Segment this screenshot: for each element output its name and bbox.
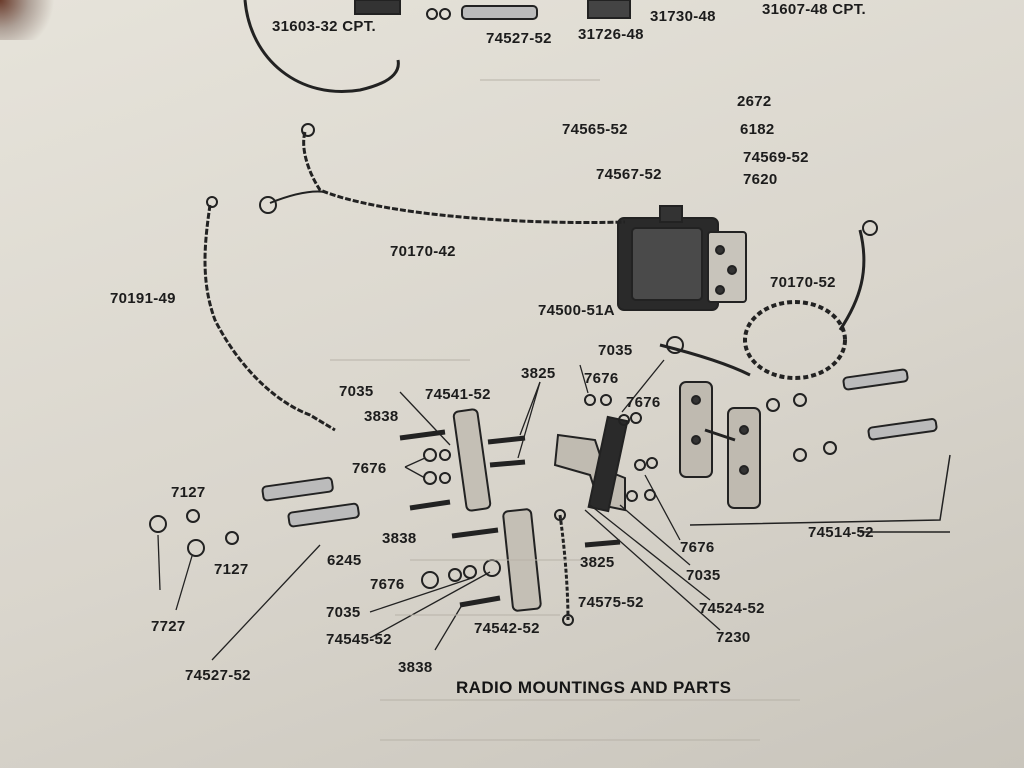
label-6245: 6245 <box>327 552 362 569</box>
strap-eyelet-bottom <box>562 614 574 626</box>
label-3825-top: 3825 <box>521 365 556 382</box>
label-7127-top: 7127 <box>171 484 206 501</box>
top-washer <box>426 8 438 20</box>
radio-unit-74500 <box>617 205 747 311</box>
label-74569-52: 74569-52 <box>743 149 809 166</box>
hardware-left <box>149 476 360 557</box>
label-74565-52: 74565-52 <box>562 121 628 138</box>
label-7230: 7230 <box>716 629 751 646</box>
cable-eyelet-1 <box>259 196 277 214</box>
label-74514-52: 74514-52 <box>808 524 874 541</box>
leader-lines <box>157 359 721 661</box>
cable-70170-52-eyelet <box>862 220 878 236</box>
label-31607-48: 31607-48 CPT. <box>762 1 866 18</box>
label-7127-bottom: 7127 <box>214 561 249 578</box>
top-nut <box>439 8 451 20</box>
bracket-74514-52 <box>679 381 761 509</box>
label-7035-bottom: 7035 <box>326 604 361 621</box>
label-74575-52: 74575-52 <box>578 594 644 611</box>
label-7035-left: 7035 <box>339 383 374 400</box>
cable-70191-49 <box>203 204 336 432</box>
hardware-right <box>766 368 938 462</box>
label-31603-32: 31603-32 CPT. <box>272 18 376 35</box>
label-7676-top-right: 7676 <box>626 394 661 411</box>
page-corner-shadow <box>0 0 60 40</box>
label-70191-49: 70191-49 <box>110 290 176 307</box>
label-7676-right: 7676 <box>680 539 715 556</box>
label-7620: 7620 <box>743 171 778 188</box>
label-6182: 6182 <box>740 121 775 138</box>
label-74567-52: 74567-52 <box>596 166 662 183</box>
label-74524-52: 74524-52 <box>699 600 765 617</box>
label-74541-52: 74541-52 <box>425 386 491 403</box>
cable-70170-52-lead-2 <box>659 343 751 377</box>
label-74527-52-bottom: 74527-52 <box>185 667 251 684</box>
label-74545-52: 74545-52 <box>326 631 392 648</box>
cable-70170-42-branch <box>269 190 326 204</box>
label-31730-48: 31730-48 <box>650 8 716 25</box>
background-bleed-through <box>330 79 800 741</box>
label-31726-48: 31726-48 <box>578 26 644 43</box>
bracket-74524-52 <box>553 415 629 513</box>
screws <box>399 429 621 608</box>
label-74542-52: 74542-52 <box>474 620 540 637</box>
label-7676-bottom: 7676 <box>370 576 405 593</box>
top-cable <box>243 0 400 93</box>
cable-eyelet-2 <box>301 123 315 137</box>
label-7676-top-left: 7676 <box>584 370 619 387</box>
bracket-74514-leader <box>689 454 951 526</box>
label-7676-left: 7676 <box>352 460 387 477</box>
label-70170-42: 70170-42 <box>390 243 456 260</box>
label-7035-right: 7035 <box>686 567 721 584</box>
label-3838-bottom: 3838 <box>398 659 433 676</box>
label-3838-middle: 3838 <box>382 530 417 547</box>
cable-70170-42 <box>302 131 626 225</box>
label-3838-top: 3838 <box>364 408 399 425</box>
cable-70170-52-coil <box>743 300 847 380</box>
figure-caption: RADIO MOUNTINGS AND PARTS <box>456 678 732 697</box>
cable-eyelet-3 <box>666 336 684 354</box>
label-2672: 2672 <box>737 93 772 110</box>
strap-eyelet-top <box>554 509 566 521</box>
label-7727: 7727 <box>151 618 186 635</box>
cable-70170-52-lead <box>838 229 866 331</box>
strap-74575-52 <box>558 514 570 621</box>
top-bracket <box>587 0 631 19</box>
label-3825-bottom: 3825 <box>580 554 615 571</box>
top-connector-part <box>354 0 401 15</box>
top-spacer-rod <box>461 5 538 20</box>
label-74500-51A: 74500-51A <box>538 302 615 319</box>
label-7035-top: 7035 <box>598 342 633 359</box>
label-74527-52-top: 74527-52 <box>486 30 552 47</box>
plate-74541-52 <box>452 408 492 512</box>
label-70170-52: 70170-52 <box>770 274 836 291</box>
cable-70191-terminal <box>206 196 218 208</box>
